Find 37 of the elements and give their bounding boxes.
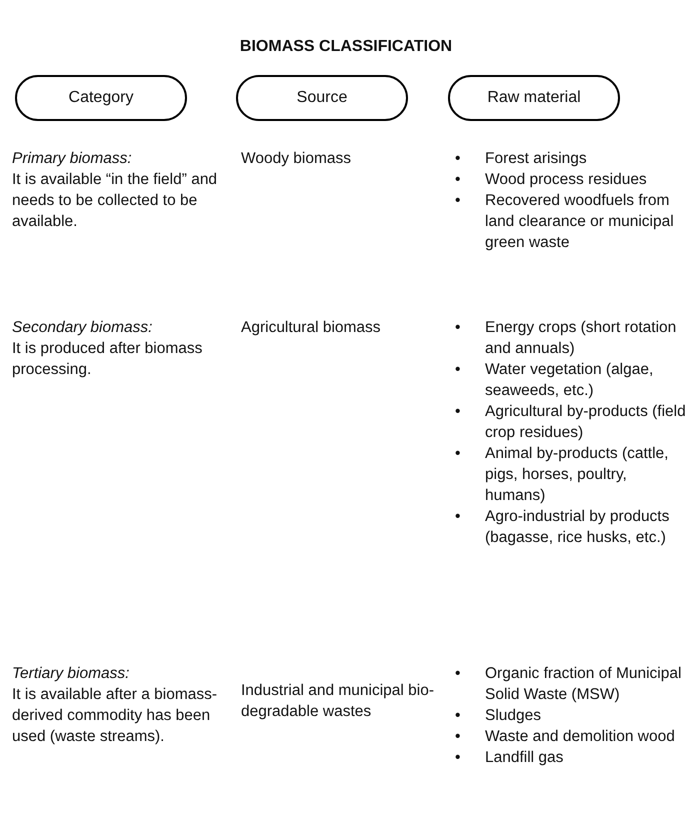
category-description: It is available after a biomass-derived commodity has been used (waste streams). <box>12 685 218 747</box>
raw-material-item: Organic fraction of Municipal Solid Waste (MSW) <box>485 664 682 705</box>
bullet: • <box>454 748 462 768</box>
bullet: • <box>454 170 462 190</box>
category-heading: Primary biomass: <box>12 149 133 169</box>
source-text: Industrial and municipal bio-degradable wastes <box>241 681 435 722</box>
raw-material-item: Waste and demolition wood <box>485 727 676 747</box>
raw-material-item: Recovered woodfuels from land clearance or municipal green waste <box>485 191 675 253</box>
source-text: Agricultural biomass <box>241 318 382 338</box>
raw-material-item: Energy crops (short rotation and annuals) <box>485 318 678 359</box>
bullet: • <box>454 706 462 726</box>
bullet: • <box>454 727 462 747</box>
bullet: • <box>454 402 462 422</box>
raw-material-item: Agricultural by-products (field crop residues) <box>485 402 687 443</box>
raw-material-item: Water vegetation (algae, seaweeds, etc.) <box>485 360 654 401</box>
bullet: • <box>454 507 462 527</box>
header-pill: Category <box>15 75 187 121</box>
category-heading: Secondary biomass: <box>12 318 154 338</box>
category-heading: Tertiary biomass: <box>12 664 130 684</box>
raw-material-item: Agro-industrial by products (bagasse, rice husks, etc.) <box>485 507 670 548</box>
raw-material-item: Wood process residues <box>485 170 648 190</box>
header-pill: Raw material <box>448 75 620 121</box>
raw-material-item: Animal by-products (cattle, pigs, horses, poultry, humans) <box>485 444 670 506</box>
header-pill: Source <box>236 75 408 121</box>
bullet: • <box>454 664 462 684</box>
bullet: • <box>454 149 462 169</box>
category-description: It is produced after biomass processing. <box>12 339 204 380</box>
raw-material-item: Forest arisings <box>485 149 588 169</box>
category-description: It is available “in the field” and needs to be collected to be available. <box>12 170 218 232</box>
title: BIOMASS CLASSIFICATION <box>238 38 454 56</box>
bullet: • <box>454 360 462 380</box>
raw-material-item: Sludges <box>485 706 542 726</box>
bullet: • <box>454 318 462 338</box>
source-text: Woody biomass <box>241 149 352 169</box>
raw-material-item: Landfill gas <box>485 748 564 768</box>
bullet: • <box>454 191 462 211</box>
bullet: • <box>454 444 462 464</box>
